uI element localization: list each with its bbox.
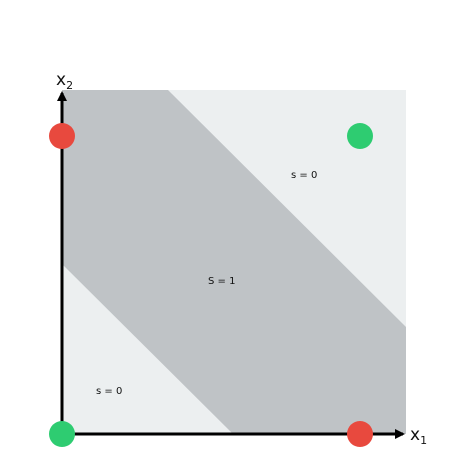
x2-axis-label-sub: 2 xyxy=(66,79,73,92)
point-red-1-0 xyxy=(347,421,373,447)
x1-axis-label-sub: 1 xyxy=(420,434,427,447)
x1-axis-label-base: x xyxy=(410,425,420,445)
point-green-0-0 xyxy=(49,421,75,447)
x1-axis-label: x1 xyxy=(410,425,427,447)
upper-region-label: s = 0 xyxy=(291,170,317,181)
band-label: S = 1 xyxy=(208,276,235,287)
point-green-1-1 xyxy=(347,123,373,149)
x2-axis-label: x2 xyxy=(56,70,73,92)
point-red-0-1 xyxy=(49,123,75,149)
lower-region-label: s = 0 xyxy=(96,386,122,397)
band-region xyxy=(62,90,406,434)
points-layer xyxy=(49,123,373,447)
x2-axis-label-base: x xyxy=(56,70,66,90)
